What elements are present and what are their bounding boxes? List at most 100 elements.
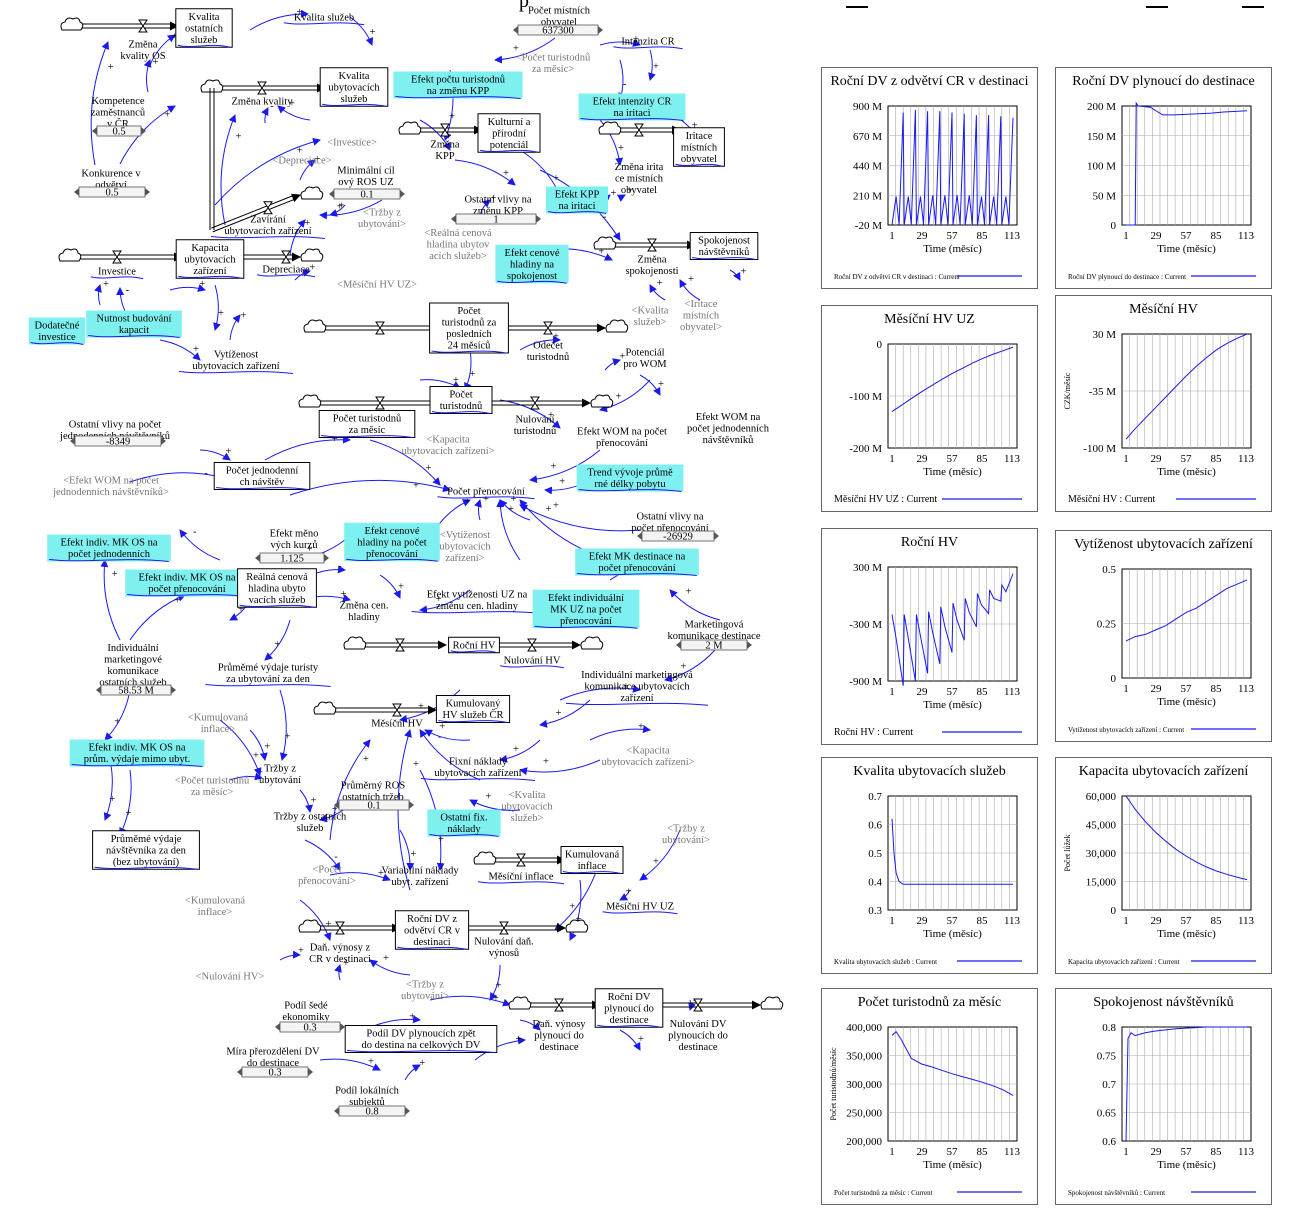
variable-v90[interactable]: <Nulování HV> [196, 971, 265, 982]
slider-right-arrow-icon[interactable] [161, 437, 166, 445]
slider-left-arrow-icon[interactable] [329, 190, 334, 198]
variable-v86[interactable]: Měsíční HV UZ [602, 901, 678, 915]
variable-v14[interactable]: Investice [90, 266, 144, 280]
slider-right-arrow-icon[interactable] [308, 1068, 313, 1076]
slider-s13[interactable]: 0.8 [334, 1105, 410, 1118]
variable-v63[interactable]: Roční HV [448, 636, 500, 654]
slider-s10[interactable]: 0.1 [334, 799, 414, 812]
slider-left-arrow-icon[interactable] [513, 26, 518, 34]
variable-v62[interactable]: Individuálnímarketingovékomunikaceostatn… [99, 643, 166, 689]
slider-s1[interactable]: 0.5 [74, 186, 150, 199]
slider-left-arrow-icon[interactable] [74, 188, 79, 196]
variable-v6[interactable]: <Investice> [327, 137, 377, 148]
slider-right-arrow-icon[interactable] [141, 127, 146, 135]
slider-s4[interactable]: 1 [451, 213, 541, 226]
variable-v4[interactable]: Změna kvality [232, 96, 294, 107]
variable-v84[interactable]: Měsíční inflace [477, 871, 565, 885]
variable-v16[interactable]: <Měsíční HV UZ> [337, 279, 417, 290]
slider-s11[interactable]: 0.3 [275, 1021, 345, 1034]
slider-s12[interactable]: 0.3 [237, 1066, 313, 1079]
slider-s6[interactable]: -26929 [637, 530, 719, 543]
slider-right-arrow-icon[interactable] [598, 26, 603, 34]
slider-s7[interactable]: 1.125 [255, 552, 329, 565]
slider-left-arrow-icon[interactable] [637, 532, 642, 540]
slider-left-arrow-icon[interactable] [70, 437, 75, 445]
slider-left-arrow-icon[interactable] [334, 801, 339, 809]
variable-v77[interactable]: Ostatní fix.náklady [427, 809, 501, 837]
slider-s9[interactable]: 58.53 M [96, 684, 176, 697]
slider-right-arrow-icon[interactable] [405, 1107, 410, 1115]
variable-v69[interactable]: Měsíční HV [371, 718, 423, 729]
slider-s5[interactable]: -8349 [70, 435, 166, 448]
slider-left-arrow-icon[interactable] [451, 215, 456, 223]
variable-v7[interactable]: <Depreciace> [272, 155, 331, 166]
slider-right-arrow-icon[interactable] [171, 686, 176, 694]
slider-s2[interactable]: 0.1 [329, 188, 405, 201]
variable-v1[interactable]: Kvalita služeb [283, 12, 365, 26]
slider-right-arrow-icon[interactable] [714, 532, 719, 540]
variable-v89[interactable]: Daň. výnosy zCR v destinaci [309, 943, 371, 966]
slider-s8[interactable]: 2 M [676, 639, 752, 652]
slider-left-arrow-icon[interactable] [255, 554, 260, 562]
slider-right-arrow-icon[interactable] [145, 188, 150, 196]
